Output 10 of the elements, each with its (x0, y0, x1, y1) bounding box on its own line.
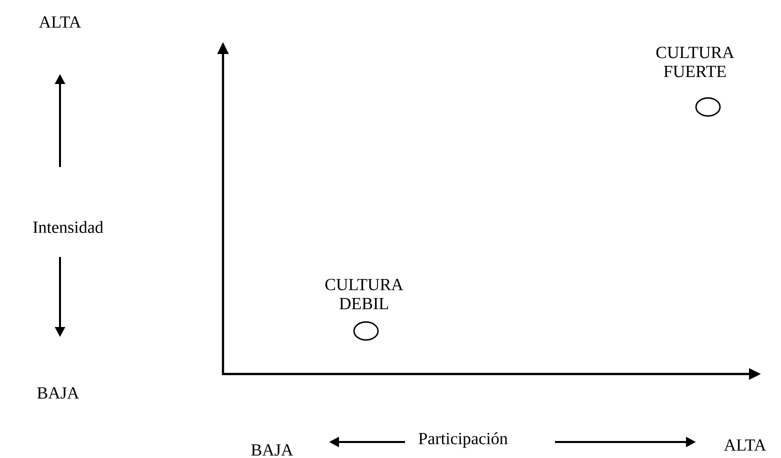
point-marker (695, 97, 721, 117)
point-marker (353, 321, 379, 341)
axis-end-label: BAJA (37, 387, 80, 399)
axis-end-label: BAJA (251, 444, 294, 456)
point-label: CULTURA FUERTE (656, 46, 734, 78)
axis-title: Participación (418, 432, 508, 448)
axis-end-label: ALTA (38, 16, 82, 28)
point-label: CULTURA DEBIL (325, 278, 404, 310)
axis-title: Intensidad (33, 221, 104, 233)
axis-end-label: ALTA (724, 439, 766, 451)
